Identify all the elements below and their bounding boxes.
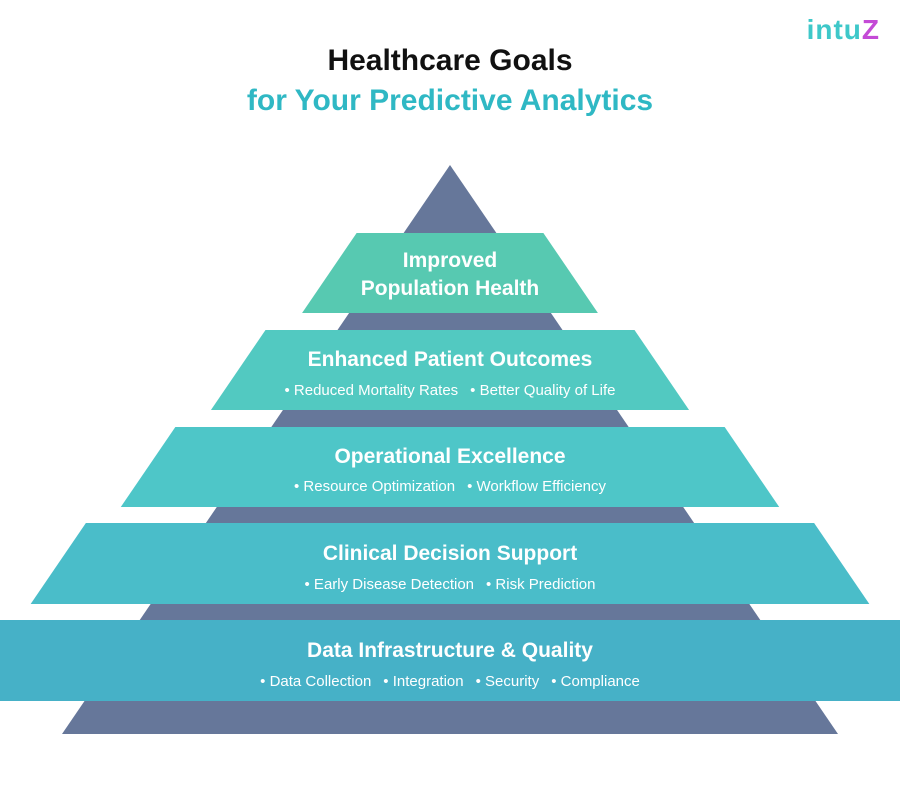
level-title: Enhanced Patient Outcomes <box>308 348 593 371</box>
pyramid-level-4: Clinical Decision Support • Early Disease… <box>30 523 870 604</box>
level-item: • Integration <box>383 673 463 690</box>
level-item: • Resource Optimization <box>294 478 455 495</box>
level-item: • Better Quality of Life <box>470 382 615 399</box>
level-items: • Early Disease Detection • Risk Predicti… <box>305 576 596 593</box>
level-item: • Compliance <box>551 673 640 690</box>
level-items: • Reduced Mortality Rates • Better Qualit… <box>285 382 616 399</box>
level-items: • Resource Optimization • Workflow Effici… <box>294 478 607 495</box>
level-item: • Risk Prediction <box>486 576 595 593</box>
pyramid-level-2: Enhanced Patient Outcomes • Reduced Morta… <box>210 330 690 410</box>
pyramid-level-3: Operational Excellence • Resource Optimiz… <box>120 427 780 507</box>
level-items: • Data Collection • Integration • Security… <box>260 673 640 690</box>
level-title: Operational Excellence <box>334 445 565 468</box>
level-item: • Data Collection <box>260 673 371 690</box>
level-band <box>120 427 780 507</box>
level-band <box>30 523 870 604</box>
level-band <box>0 620 900 701</box>
level-item: • Reduced Mortality Rates <box>285 382 459 399</box>
level-item: • Security <box>476 673 540 690</box>
level-item: • Workflow Efficiency <box>467 478 606 495</box>
level-band <box>210 330 690 410</box>
page-title: Healthcare Goals <box>327 44 573 77</box>
logo-text: intu <box>806 14 862 45</box>
logo-accent-text: Z <box>861 14 880 45</box>
level-title: Population Health <box>361 277 540 300</box>
level-title: Improved <box>403 249 498 272</box>
level-title: Data Infrastructure & Quality <box>307 639 593 662</box>
pyramid-level-5: Data Infrastructure & Quality • Data Coll… <box>0 620 900 701</box>
level-item: • Early Disease Detection <box>305 576 475 593</box>
page-subtitle: for Your Predictive Analytics <box>246 84 654 117</box>
level-title: Clinical Decision Support <box>323 542 577 565</box>
intuz-logo: intuZ <box>807 14 880 46</box>
level-band <box>302 233 598 313</box>
